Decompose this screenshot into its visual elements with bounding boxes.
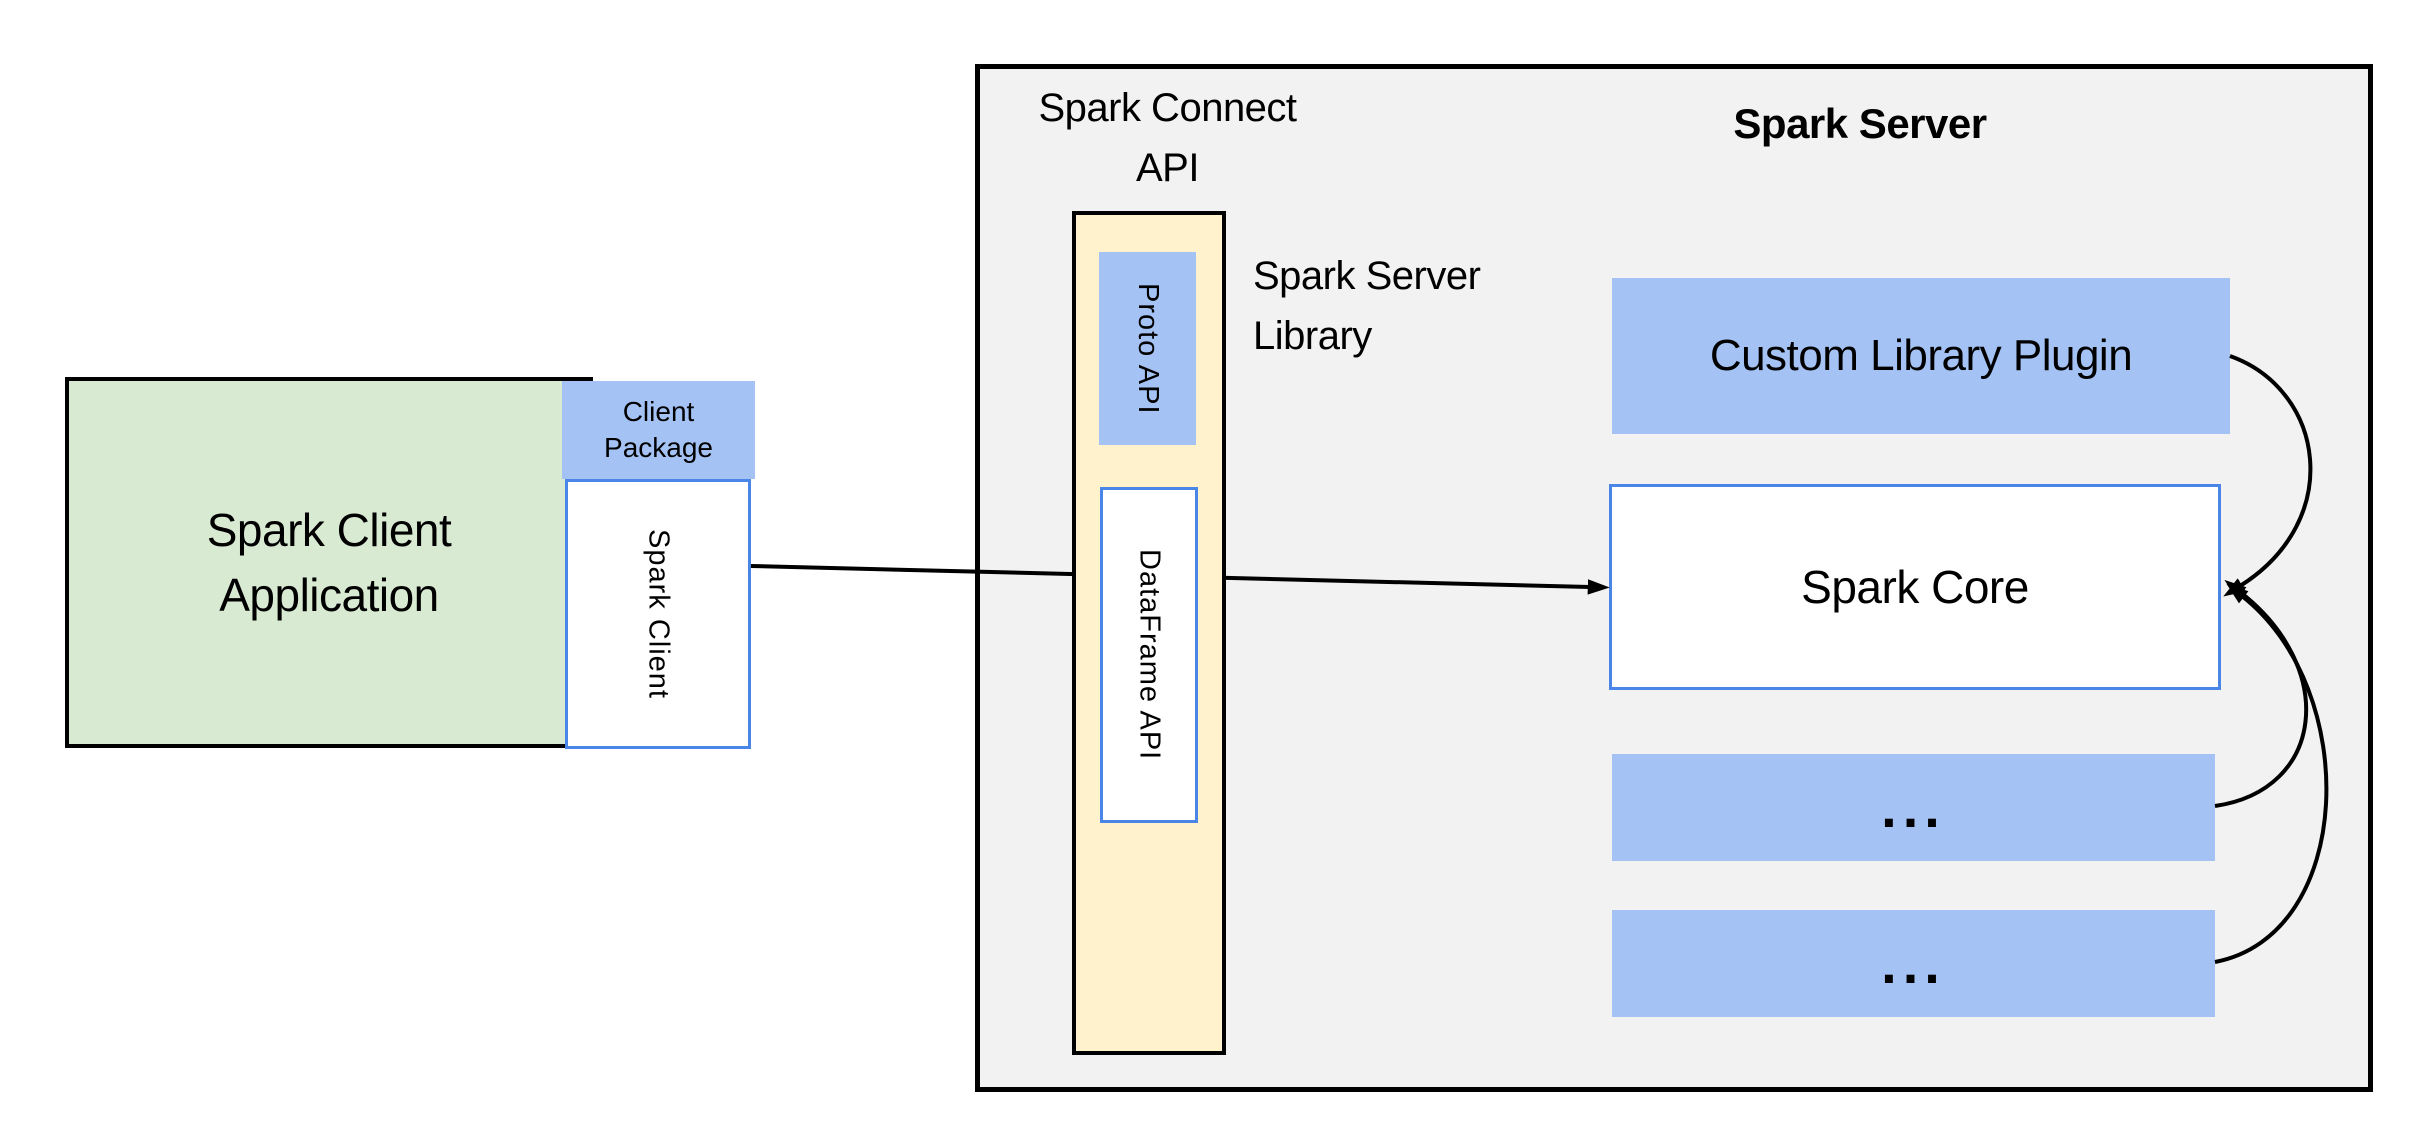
spark-connect-api-title: Spark Connect API (990, 78, 1345, 198)
spark-client-application-label: Spark Client Application (207, 498, 452, 627)
spark-client-application-label-line2: Application (219, 568, 439, 621)
spark-client-application-label-line1: Spark Client (206, 504, 452, 557)
more-plugins-label-1: ... (1881, 776, 1946, 839)
client-package-label-line1: Client (622, 395, 695, 427)
spark-connect-api-title-line2: API (1136, 146, 1199, 190)
custom-library-plugin-box: Custom Library Plugin (1612, 278, 2230, 434)
client-package-label: Client Package (604, 394, 713, 467)
more-plugins-box-2: ... (1612, 910, 2215, 1017)
proto-api-box: Proto API (1099, 252, 1196, 445)
spark-core-box: Spark Core (1609, 484, 2221, 690)
spark-client-application-box: Spark Client Application (65, 377, 593, 748)
more-plugins-label-2: ... (1881, 932, 1946, 995)
spark-client-label: Spark Client (642, 529, 675, 699)
spark-server-library-label-line2: Library (1253, 314, 1372, 358)
custom-library-plugin-label: Custom Library Plugin (1709, 331, 2133, 380)
dataframe-api-label: DataFrame API (1133, 549, 1166, 761)
spark-server-library-label-line1: Spark Server (1253, 254, 1481, 298)
spark-server-title: Spark Server (1733, 100, 1987, 147)
spark-server-library-label: Spark Server Library (1253, 246, 1481, 366)
spark-connect-api-title-line1: Spark Connect (1038, 86, 1297, 130)
spark-client-box: Spark Client (565, 479, 751, 749)
proto-api-label: Proto API (1132, 282, 1164, 415)
client-package-box: Client Package (562, 381, 755, 479)
spark-core-label: Spark Core (1801, 561, 2029, 613)
client-package-label-line2: Package (604, 432, 713, 463)
dataframe-api-box: DataFrame API (1100, 487, 1198, 823)
more-plugins-box-1: ... (1612, 754, 2215, 861)
